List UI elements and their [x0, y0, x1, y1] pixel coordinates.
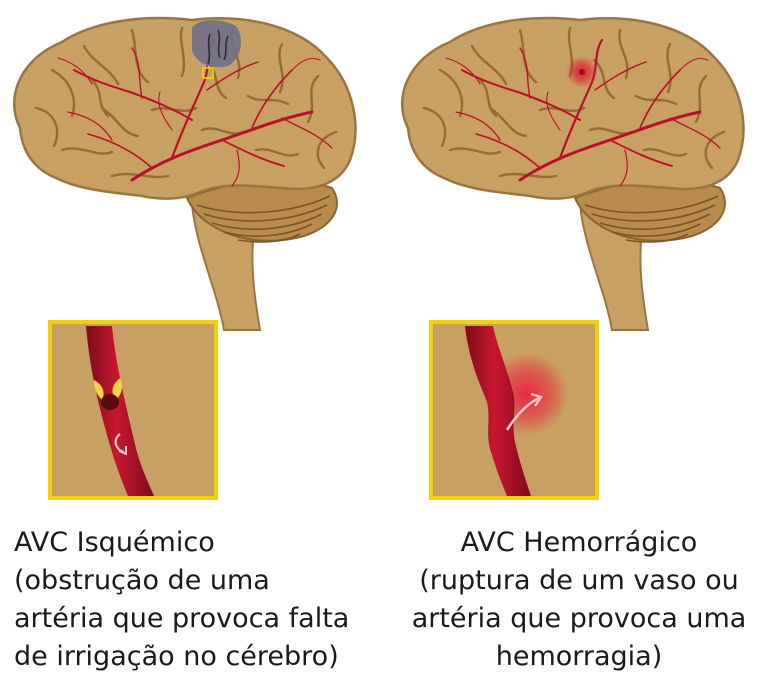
- ischemic-brain: [12, 16, 357, 332]
- ischemic-caption: AVC Isquémico (obstrução de uma artéria …: [14, 524, 374, 676]
- hemorrhagic-brain: [400, 16, 745, 332]
- ischemic-title: AVC Isquémico: [14, 527, 215, 558]
- hemorrhagic-panel: [400, 16, 745, 500]
- hemorrhagic-title: AVC Hemorrágico: [460, 527, 698, 558]
- ischemic-desc-line-1: (obstrução de uma: [14, 565, 270, 596]
- hemorrhagic-desc-line-1: (ruptura de um vaso ou: [419, 565, 739, 596]
- hemorrhagic-desc-line-3: hemorragia): [495, 641, 663, 672]
- ischemic-vessel-inset: [48, 320, 218, 500]
- ischemic-panel: [12, 16, 357, 500]
- ischemic-desc-line-3: de irrigação no cérebro): [14, 641, 339, 672]
- hemorrhagic-vessel-inset: [429, 320, 599, 500]
- hemorrhagic-desc-line-2: artéria que provoca uma: [411, 603, 747, 634]
- ischemic-desc-line-2: artéria que provoca falta: [14, 603, 350, 634]
- ischemic-region: [192, 20, 242, 68]
- hemorrhagic-caption: AVC Hemorrágico (ruptura de um vaso ou a…: [398, 524, 760, 676]
- blockage-marker: [202, 67, 214, 79]
